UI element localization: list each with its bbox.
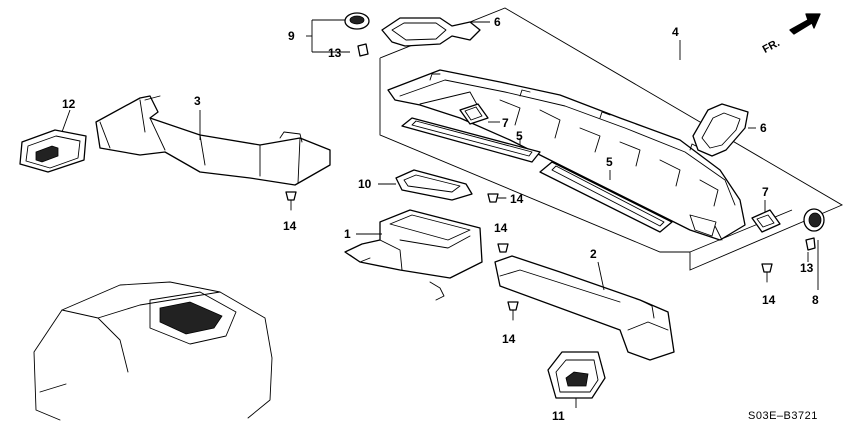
vent-part-7-left bbox=[459, 103, 489, 125]
callout-13-top: 13 bbox=[328, 46, 342, 60]
grille-part-8-inner bbox=[808, 212, 822, 228]
grille-part-9-inner bbox=[349, 15, 365, 25]
diagram-code: S03E–B3721 bbox=[748, 410, 818, 422]
callout-13-right: 13 bbox=[800, 261, 814, 275]
vent-part-11 bbox=[547, 351, 606, 399]
leader-lines bbox=[61, 19, 819, 408]
duct-part-3 bbox=[95, 95, 331, 186]
screw-part-14-c bbox=[497, 243, 509, 253]
callout-14-c: 14 bbox=[494, 221, 508, 235]
callout-2: 2 bbox=[590, 247, 597, 261]
gasket-part-6-top bbox=[381, 17, 481, 47]
callout-8: 8 bbox=[812, 293, 819, 307]
callout-4: 4 bbox=[672, 25, 679, 39]
callout-14-d: 14 bbox=[502, 332, 516, 346]
callout-10: 10 bbox=[358, 177, 372, 191]
screw-part-14-a bbox=[285, 191, 297, 211]
callout-9: 9 bbox=[288, 29, 295, 43]
vent-inner-7-right bbox=[756, 214, 775, 228]
gasket-inner-right bbox=[701, 112, 741, 149]
callout-14-a: 14 bbox=[283, 219, 297, 233]
front-direction-arrow bbox=[789, 13, 821, 35]
clip-part-13-top bbox=[357, 43, 369, 57]
front-label: FR. bbox=[761, 37, 782, 56]
vent-part-10 bbox=[395, 169, 473, 201]
gasket-part-6-right bbox=[692, 103, 749, 157]
callout-14-e: 14 bbox=[762, 293, 776, 307]
long-vent-part-5-upper bbox=[401, 117, 541, 163]
callout-11: 11 bbox=[552, 409, 565, 423]
callout-5-upper: 5 bbox=[516, 129, 523, 143]
vent-part-12 bbox=[19, 129, 87, 173]
vent-inner-7-left bbox=[464, 106, 483, 121]
gasket-inner-top bbox=[391, 22, 447, 41]
assembly-frame bbox=[379, 7, 843, 271]
callout-6-right: 6 bbox=[760, 121, 767, 135]
callout-12: 12 bbox=[62, 97, 76, 111]
dashboard-duct-part-4 bbox=[387, 69, 746, 241]
callout-1: 1 bbox=[344, 227, 351, 241]
screw-part-14-e bbox=[761, 263, 773, 283]
callout-5-lower: 5 bbox=[606, 155, 613, 169]
callout-6-top: 6 bbox=[494, 15, 501, 29]
screw-part-14-d bbox=[507, 301, 519, 321]
clip-part-13-right bbox=[805, 237, 816, 251]
vent-part-7-right bbox=[751, 209, 781, 233]
screw-part-14-b bbox=[487, 193, 507, 203]
car-outline bbox=[33, 281, 273, 421]
callout-3: 3 bbox=[194, 94, 201, 108]
duct-part-2 bbox=[494, 255, 675, 361]
callout-7-right: 7 bbox=[762, 185, 769, 199]
callout-7-left: 7 bbox=[502, 116, 509, 130]
long-vent-inner-lower bbox=[551, 165, 665, 227]
callout-14-b: 14 bbox=[510, 192, 524, 206]
housing-part-1 bbox=[344, 209, 483, 301]
long-vent-inner-upper bbox=[411, 120, 533, 157]
long-vent-part-5-lower bbox=[539, 161, 673, 233]
